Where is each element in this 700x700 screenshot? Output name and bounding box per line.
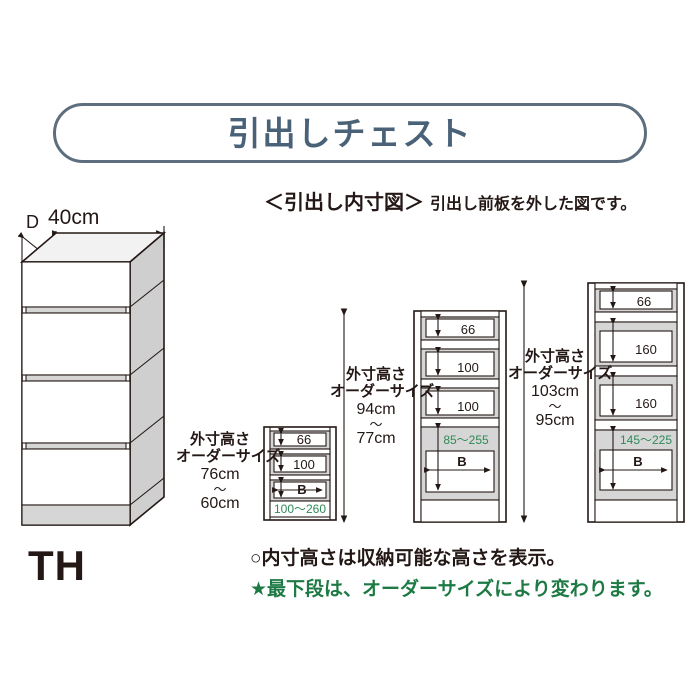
perspective-depth-label: D xyxy=(26,212,39,232)
model-label-th: TH xyxy=(28,542,86,589)
caption-line2-76-60: オーダーサイズ xyxy=(176,447,281,465)
caption-line2-103-95: オーダーサイズ xyxy=(508,364,613,382)
variable-range-size-103-95: 145〜225 xyxy=(620,433,672,447)
caption-line1-76-60: 外寸高さ xyxy=(189,431,250,448)
caption-line1-94-77: 外寸高さ xyxy=(345,366,406,383)
subtitle-bracket: ＜引出し内寸図＞ xyxy=(264,192,424,214)
note-inner-height: ○内寸高さは収納可能な高さを表示。 xyxy=(250,549,566,568)
svg-text:100: 100 xyxy=(293,457,315,472)
variable-range-size-76-60: 100〜260 xyxy=(274,502,326,516)
svg-text:100: 100 xyxy=(457,360,479,375)
front-diagram-size-94-77: 66 100 100 85〜255 B xyxy=(340,308,507,524)
variable-range-size-94-77: 85〜255 xyxy=(443,433,489,447)
note-text-bottom-drawer: 最下段は、オーダーサイズにより変わります。 xyxy=(267,579,663,600)
caption-tilde-94-77: 〜 xyxy=(369,416,383,432)
caption-tilde-76-60: 〜 xyxy=(213,481,227,497)
note-marker-star: ★ xyxy=(250,579,268,600)
caption-line2-94-77: オーダーサイズ xyxy=(330,382,435,400)
caption-tilde-103-95: 〜 xyxy=(548,398,562,414)
svg-text:66: 66 xyxy=(297,432,311,447)
subtitle: ＜引出し内寸図＞ 引出し前板を外した図です。 xyxy=(264,186,636,215)
caption-line1-103-95: 外寸高さ xyxy=(524,348,585,365)
page-title: 引出しチェスト xyxy=(227,114,473,152)
subtitle-note: 引出し前板を外した図です。 xyxy=(430,196,637,213)
dimension-caption-size-103-95: 外寸高さ オーダーサイズ 103cm 〜 95cm xyxy=(508,348,612,430)
front-diagram-size-103-95: 66 160 160 145〜225 B xyxy=(520,280,685,524)
svg-text:B: B xyxy=(297,482,306,497)
note-bottom-drawer: ★最下段は、オーダーサイズにより変わります。 xyxy=(250,580,663,599)
perspective-width-label: 40cm xyxy=(48,206,100,229)
dimension-caption-size-94-77: 外寸高さ オーダーサイズ 94cm 〜 77cm xyxy=(330,366,434,448)
caption-top-76-60: 76cm xyxy=(200,465,240,483)
note-marker-circle: ○ xyxy=(250,548,262,569)
page-title-pill: 引出しチェスト xyxy=(53,103,647,163)
caption-bottom-94-77: 77cm xyxy=(356,430,396,448)
caption-top-94-77: 94cm xyxy=(356,400,396,418)
svg-text:66: 66 xyxy=(637,294,651,309)
note-text-inner-height: 内寸高さは収納可能な高さを表示。 xyxy=(261,548,566,569)
caption-bottom-103-95: 95cm xyxy=(535,412,575,430)
perspective-chest xyxy=(17,226,167,527)
svg-text:100: 100 xyxy=(457,399,479,414)
caption-bottom-76-60: 60cm xyxy=(200,495,240,513)
front-diagram-size-76-60: 66 100 B 100〜260 xyxy=(263,426,337,521)
svg-text:160: 160 xyxy=(635,342,657,357)
caption-top-103-95: 103cm xyxy=(530,382,580,400)
svg-text:B: B xyxy=(457,454,466,469)
svg-text:160: 160 xyxy=(635,396,657,411)
svg-text:66: 66 xyxy=(461,322,475,337)
svg-text:B: B xyxy=(633,454,642,469)
dimension-caption-size-76-60: 外寸高さ オーダーサイズ 76cm 〜 60cm xyxy=(176,431,280,513)
